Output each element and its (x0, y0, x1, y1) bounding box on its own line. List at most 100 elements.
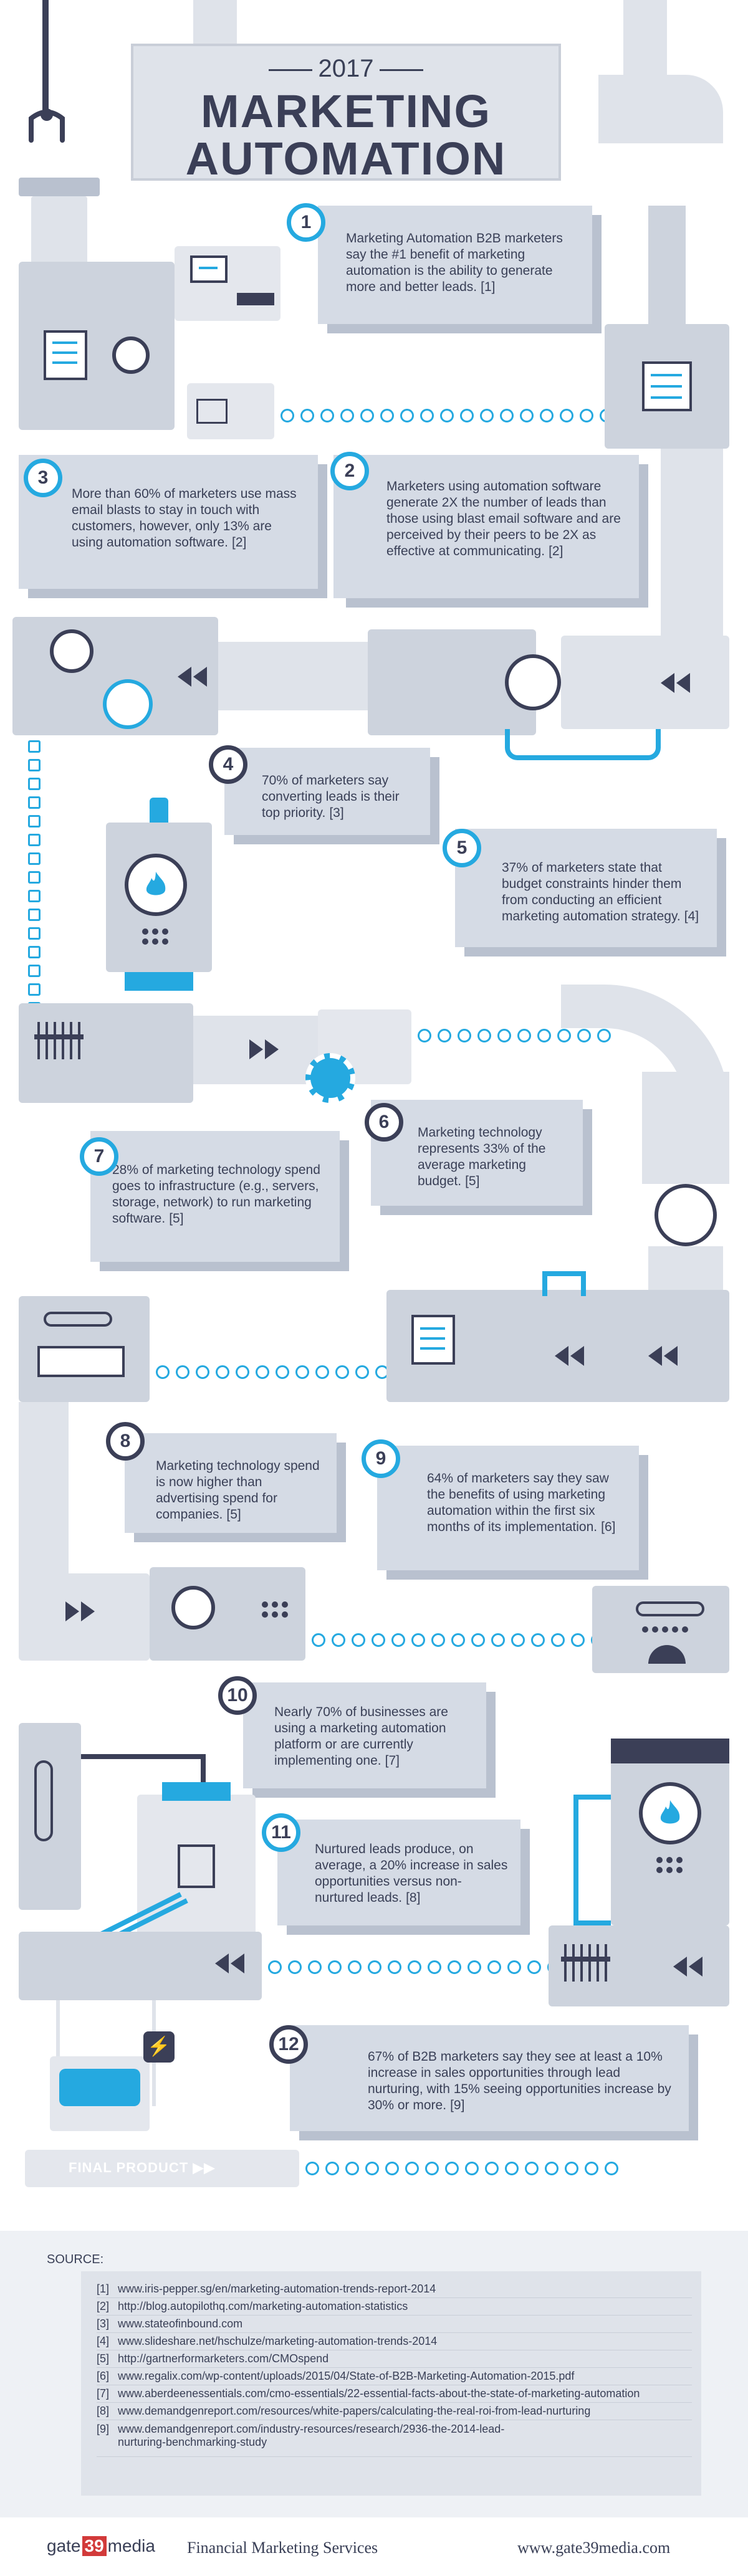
source-number: [2] (97, 2300, 110, 2312)
stat-10-ref: [7] (385, 1753, 400, 1768)
source-link[interactable]: www.demandgenreport.com/resources/white-… (118, 2405, 591, 2417)
stat-6-card: Marketing technology represents 33% of t… (371, 1100, 583, 1206)
safe-machine (137, 1795, 256, 1950)
flame-shape-icon-2 (654, 1798, 686, 1832)
arrow-right-icon-1 (249, 1039, 263, 1059)
page-title-line2: AUTOMATION (185, 133, 507, 184)
source-link[interactable]: www.regalix.com/wp-content/uploads/2015/… (118, 2370, 575, 2382)
footer (0, 2517, 748, 2576)
stat-10-card: Nearly 70% of businesses are using a mar… (243, 1682, 486, 1788)
stat-2-ref: [2] (549, 544, 563, 558)
control-buttons (237, 293, 274, 305)
stat-2-text: Marketers using automation software gene… (386, 479, 621, 558)
logo-text-gate: gate (47, 2536, 81, 2555)
source-number: [7] (97, 2387, 110, 2400)
row4-monitor-icon (411, 1315, 455, 1365)
blue-pipe-3 (81, 1754, 206, 1791)
stat-4-ref: [3] (329, 806, 344, 820)
sources-panel (81, 2271, 701, 2496)
source-number: [1] (97, 2283, 110, 2295)
keypad-icon-3 (642, 1626, 688, 1633)
keypad-icon-2 (262, 1601, 288, 1618)
stat-5-card: 37% of marketers state that budget const… (455, 829, 717, 947)
stat-4-number: 4 (209, 745, 247, 784)
source-link[interactable]: http://gartnerformarketers.com/CMOspend (118, 2352, 329, 2365)
source-link[interactable]: www.stateofinbound.com (118, 2317, 243, 2330)
stat-7-text: 28% of marketing technology spend goes t… (112, 1163, 320, 1226)
stat-12-number: 12 (269, 2025, 308, 2064)
stat-12-text: 67% of B2B marketers say they see at lea… (368, 2049, 671, 2112)
stat-6-ref: [5] (465, 1174, 480, 1188)
stat-10-text: Nearly 70% of businesses are using a mar… (274, 1705, 448, 1768)
source-item-7: [7] www.aberdeenessentials.com/cmo-essent… (97, 2385, 692, 2403)
hopper (31, 196, 87, 265)
final-product-text: FINAL PRODUCT (69, 2160, 189, 2175)
footer-website-link[interactable]: www.gate39media.com (517, 2539, 671, 2557)
arrow-left-icon-11 (673, 1957, 687, 1977)
stat-1-text: Marketing Automation B2B marketers say t… (346, 231, 563, 294)
arrow-left-icon-5 (555, 1346, 568, 1366)
furnace-base (125, 972, 193, 991)
source-number: [6] (97, 2370, 110, 2382)
source-number: [9] (97, 2423, 110, 2435)
stat-9-ref: [6] (601, 1520, 616, 1534)
source-item-5: [5] http://gartnerformarketers.com/CMOspe… (97, 2350, 692, 2368)
sliders-icon (34, 1022, 84, 1059)
stat-12-ref: [9] (450, 2098, 465, 2112)
blue-pipe-2 (542, 1271, 586, 1296)
year-text: 2017 (318, 55, 374, 82)
duct-down (642, 1072, 729, 1184)
bar-chart-icon (196, 399, 228, 424)
conveyor-belt-6 (299, 2158, 618, 2179)
footer-tagline: Financial Marketing Services (187, 2539, 378, 2557)
stat-10-number: 10 (218, 1676, 257, 1715)
blue-pipe-4 (573, 1795, 611, 1925)
conveyor-belt-4 (305, 1629, 625, 1651)
stat-6-number: 6 (365, 1103, 403, 1142)
stat-5-text: 37% of marketers state that budget const… (502, 861, 682, 923)
tower-monitor-icon (642, 361, 692, 411)
row2-right-machine (561, 636, 729, 729)
row5-slot-icon (636, 1601, 704, 1616)
furnace-2-top (611, 1739, 729, 1763)
dial-icon-2 (171, 1586, 215, 1629)
source-number: [4] (97, 2335, 110, 2347)
vertical-belt-left (25, 735, 44, 1009)
row2-pipe (218, 642, 368, 710)
safe-door-icon (178, 1844, 215, 1888)
arrow-left-icon-8 (664, 1346, 678, 1366)
source-link[interactable]: www.demandgenreport.com/industry-resourc… (118, 2423, 505, 2448)
stat-1-card: Marketing Automation B2B marketers say t… (318, 206, 592, 324)
source-number: [3] (97, 2317, 110, 2330)
source-link[interactable]: www.aberdeenessentials.com/cmo-essential… (118, 2387, 640, 2400)
stat-7-ref: [5] (169, 1211, 184, 1226)
arrow-left-icon-2 (193, 667, 207, 687)
stat-7-number: 7 (80, 1137, 118, 1176)
row4-slot-icon (44, 1312, 112, 1327)
right-vertical-pipe-1 (661, 449, 723, 636)
source-link[interactable]: www.slideshare.net/hschulze/marketing-au… (118, 2335, 438, 2347)
stat-3-ref: [2] (231, 535, 247, 550)
sources-list: [1] www.iris-pepper.sg/en/marketing-autom… (97, 2281, 692, 2457)
stat-11-number: 11 (262, 1813, 300, 1852)
source-item-8: [8]www.demandgenreport.com/resources/whi… (97, 2403, 692, 2420)
conveyor-belt-2 (411, 1025, 611, 1046)
control-screen-icon (190, 255, 228, 283)
source-link[interactable]: www.iris-pepper.sg/en/marketing-automati… (118, 2283, 436, 2295)
stat-6-text: Marketing technology represents 33% of t… (418, 1125, 546, 1188)
stat-12-card: 67% of B2B marketers say they see at lea… (290, 2025, 689, 2131)
keypad-icon (142, 928, 168, 945)
arrow-left-icon-7 (648, 1346, 662, 1366)
conveyor-belt-3 (150, 1362, 409, 1383)
source-item-9: [9] www.demandgenreport.com/industry-reso… (97, 2420, 692, 2457)
stat-3-text: More than 60% of marketers use mass emai… (72, 487, 297, 550)
logo-number: 39 (82, 2536, 107, 2556)
stat-11-card: Nurtured leads produce, on average, a 20… (277, 1820, 520, 1925)
hopper-top (19, 178, 100, 196)
chart-machine (187, 383, 274, 439)
stat-3-number: 3 (24, 459, 62, 497)
source-link[interactable]: http://blog.autopilothq.com/marketing-au… (118, 2300, 408, 2312)
source-number: [5] (97, 2352, 110, 2365)
left-vertical-pipe (19, 1402, 69, 1577)
